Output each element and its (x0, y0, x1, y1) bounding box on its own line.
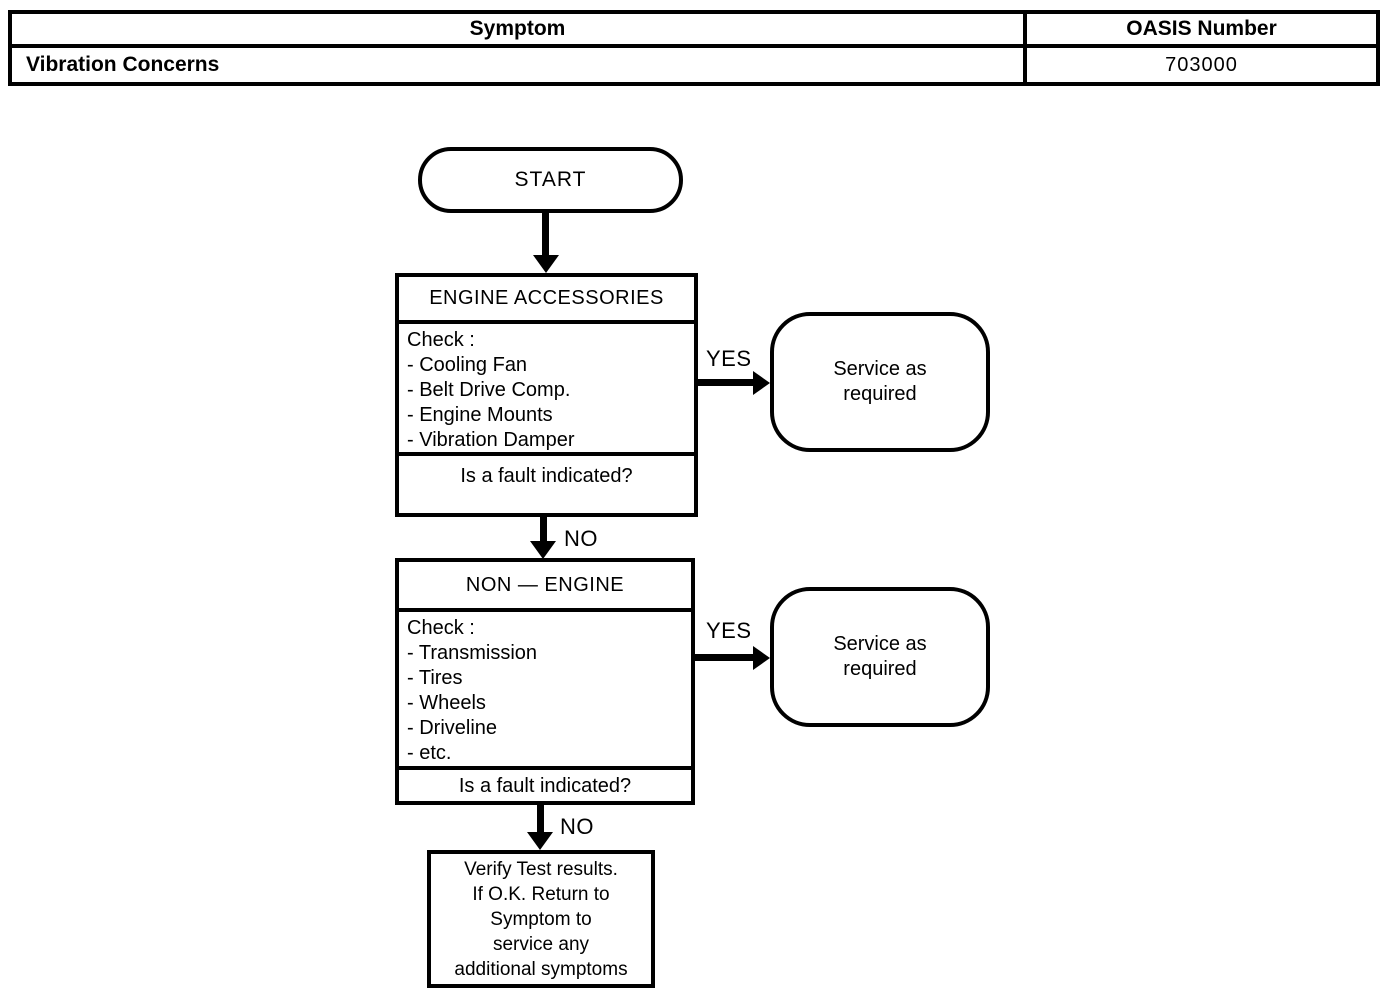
check-heading: Check : (407, 617, 475, 639)
non-engine-no-arrow-head (527, 832, 553, 850)
no-label: NO (560, 814, 594, 839)
engine-no-arrow-head (530, 541, 556, 559)
start-to-engine-arrow-line (542, 212, 549, 255)
service-as-required-node-2: Service as required (770, 587, 990, 727)
non-engine-yes-arrow-head (753, 646, 770, 670)
engine-accessories-check-list: Check : - Cooling Fan - Belt Drive Comp.… (399, 324, 694, 456)
check-item: - etc. (407, 742, 452, 764)
check-item: - Transmission (407, 642, 538, 664)
symptom-table: Symptom OASIS Number Vibration Concerns … (8, 10, 1380, 86)
service-as-required-node-1: Service as required (770, 312, 990, 452)
non-engine-fault-question: Is a fault indicated? (458, 775, 632, 797)
yes-label: YES (706, 346, 752, 371)
oasis-number-column-header: OASIS Number (1126, 17, 1277, 40)
check-item: - Engine Mounts (407, 404, 553, 426)
start-node: START (418, 147, 683, 213)
check-item: - Belt Drive Comp. (407, 379, 571, 401)
engine-accessories-node: ENGINE ACCESSORIES Check : - Cooling Fan… (395, 273, 698, 517)
oasis-number-value: 703000 (1165, 53, 1238, 76)
check-item: - Tires (407, 667, 463, 689)
symptom-value: Vibration Concerns (12, 48, 1027, 82)
non-engine-node: NON — ENGINE Check : - Transmission - Ti… (395, 558, 695, 805)
start-label: START (514, 168, 587, 191)
engine-yes-arrow-head (753, 371, 770, 395)
check-item: - Vibration Damper (407, 429, 575, 451)
engine-yes-arrow-line (698, 379, 753, 386)
symptom-table-header-row: Symptom OASIS Number (12, 14, 1376, 48)
check-item: - Driveline (407, 717, 498, 739)
non-engine-yes-arrow-line (695, 654, 753, 661)
check-item: - Wheels (407, 692, 486, 714)
no-label: NO (564, 526, 598, 551)
start-to-engine-arrow-head (533, 255, 559, 273)
non-engine-no-arrow-line (537, 805, 544, 832)
verify-test-results-node: Verify Test results. If O.K. Return to S… (427, 850, 655, 988)
non-engine-check-list: Check : - Transmission - Tires - Wheels … (399, 612, 691, 770)
symptom-column-header: Symptom (12, 14, 1027, 44)
engine-accessories-title: ENGINE ACCESSORIES (399, 277, 694, 324)
check-heading: Check : (407, 329, 475, 351)
non-engine-title: NON — ENGINE (399, 562, 691, 612)
symptom-table-data-row: Vibration Concerns 703000 (12, 48, 1376, 82)
check-item: - Cooling Fan (407, 354, 528, 376)
engine-fault-question: Is a fault indicated? (460, 465, 633, 487)
engine-no-arrow-line (540, 517, 547, 542)
yes-label: YES (706, 618, 752, 643)
